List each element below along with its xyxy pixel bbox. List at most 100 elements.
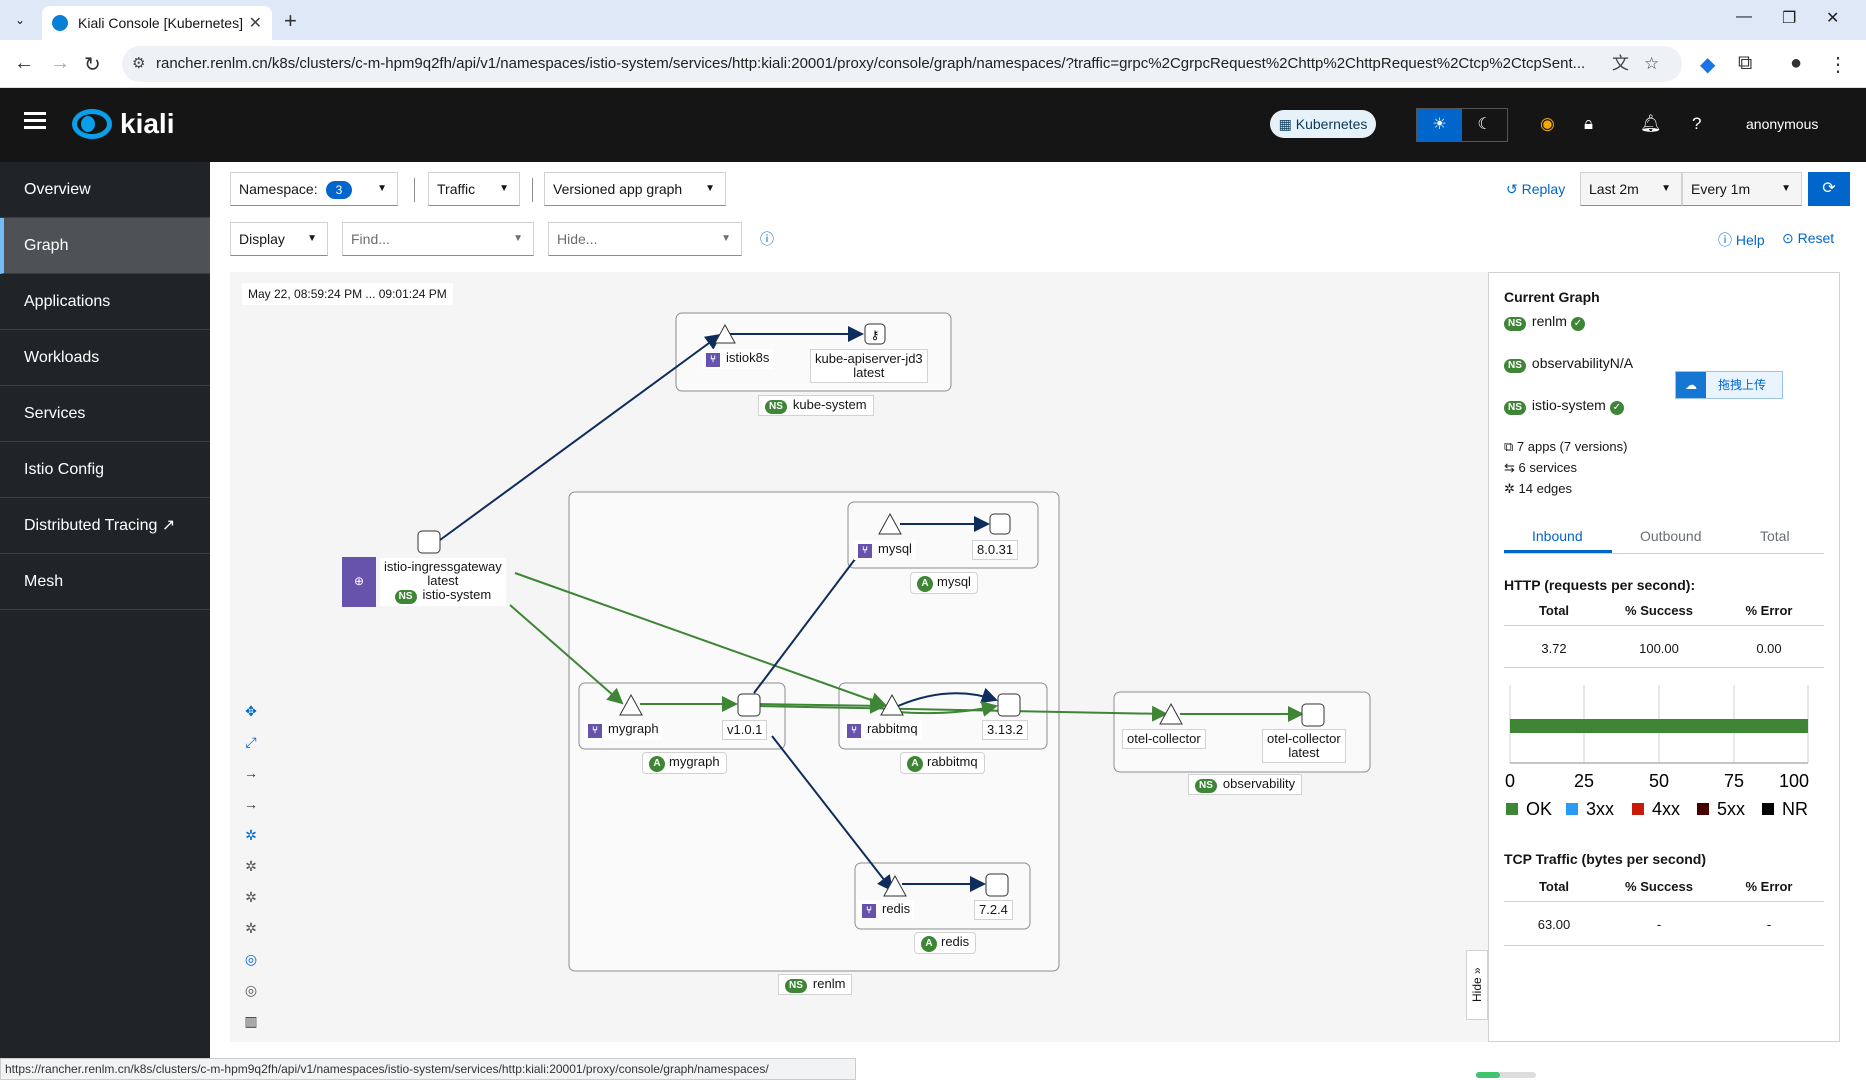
bell-icon[interactable]: 🔔︎ xyxy=(1640,114,1662,133)
menu-dots-icon[interactable]: ⋮ xyxy=(1828,54,1848,76)
layout-1-icon[interactable]: ✲ xyxy=(245,858,257,874)
pan-icon[interactable]: ✥ xyxy=(245,703,257,719)
mysql-version-node[interactable] xyxy=(989,513,1011,535)
kiali-logo[interactable]: kiali xyxy=(72,108,174,140)
legend-icon[interactable]: ▥ xyxy=(244,1013,258,1029)
reset-button[interactable]: ⊙ Reset xyxy=(1782,230,1835,246)
replay-button[interactable]: ↺ Replay xyxy=(1506,181,1566,197)
chevron-down-icon: ▼ xyxy=(307,233,317,244)
minimize-icon[interactable]: — xyxy=(1736,8,1752,25)
otel-service-node[interactable] xyxy=(1159,702,1183,725)
edge-ingress-istiok8s[interactable] xyxy=(439,333,722,541)
tab-outbound[interactable]: Outbound xyxy=(1640,528,1702,544)
sidebar-item-graph[interactable]: Graph xyxy=(0,218,210,274)
mysql-node[interactable] xyxy=(878,512,902,535)
sidebar-item-services[interactable]: Services xyxy=(0,386,210,442)
duration-select[interactable]: Last 2m▼ xyxy=(1580,172,1682,206)
sidebar-item-workloads[interactable]: Workloads xyxy=(0,330,210,386)
tab-total[interactable]: Total xyxy=(1760,528,1790,544)
rabbitmq-node[interactable] xyxy=(880,693,904,716)
ingress-node[interactable] xyxy=(417,530,441,554)
new-tab-icon[interactable]: + xyxy=(284,8,297,33)
theme-toggle[interactable]: ☀ ☾ xyxy=(1416,108,1508,142)
namespace-select[interactable]: Namespace:3 ▼ xyxy=(230,172,398,206)
close-tab-icon[interactable]: ✕ xyxy=(248,15,262,32)
extension-icon[interactable]: ◆ xyxy=(1700,54,1716,76)
lock-icon[interactable]: 🔒︎ xyxy=(1584,114,1594,133)
sidebar-item-applications[interactable]: Applications xyxy=(0,274,210,330)
zoom-in-icon[interactable]: → xyxy=(244,765,258,781)
tab-inbound[interactable]: Inbound xyxy=(1532,528,1583,544)
edge-v101-redis[interactable] xyxy=(771,735,894,892)
zoom-out-icon[interactable]: → xyxy=(244,796,258,812)
hide-input[interactable]: Hide...▼ xyxy=(548,222,742,256)
bookmark-star-icon[interactable]: ☆ xyxy=(1644,54,1660,73)
renlm-box[interactable] xyxy=(568,491,1060,972)
hide-panel-button[interactable]: Hide » xyxy=(1466,950,1488,1020)
site-info-icon[interactable]: ⚙ xyxy=(132,55,146,72)
layout-default-icon[interactable]: ✲ xyxy=(245,827,257,843)
traffic-select[interactable]: Traffic▼ xyxy=(428,172,520,206)
sidebar-item-distributed-tracing[interactable]: Distributed Tracing ↗ xyxy=(0,498,210,554)
chevron-down-icon: ▼ xyxy=(1661,183,1671,194)
istio-status-icon[interactable]: ◉ xyxy=(1540,114,1555,133)
upload-widget[interactable]: ☁拖拽上传 xyxy=(1675,371,1783,399)
dark-theme-icon[interactable]: ☾ xyxy=(1477,116,1492,133)
redis-node[interactable] xyxy=(883,874,907,897)
reload-icon[interactable]: ↻ xyxy=(84,54,101,76)
help-button[interactable]: ⓘ Help xyxy=(1718,232,1765,248)
maximize-icon[interactable]: ❐ xyxy=(1782,10,1797,27)
edge-v101-otel[interactable] xyxy=(755,705,1168,722)
profile-icon[interactable]: ● xyxy=(1790,52,1803,74)
translate-icon[interactable]: 文 xyxy=(1612,54,1629,73)
sidebar-item-overview[interactable]: Overview xyxy=(0,162,210,218)
mygraph-version-node[interactable] xyxy=(737,693,761,717)
edge-v101-mysql[interactable] xyxy=(753,541,869,694)
forward-icon[interactable]: → xyxy=(50,52,70,74)
edge-ingress-rabbitmq[interactable] xyxy=(514,572,887,708)
hamburger-menu-icon[interactable] xyxy=(24,112,46,130)
tab-search-icon[interactable]: ⌄ xyxy=(14,13,26,27)
fit-icon[interactable]: ⤢ xyxy=(245,734,257,750)
namespace-layout-icon[interactable]: ◎ xyxy=(244,951,258,967)
chevron-down-icon[interactable]: ▼ xyxy=(513,233,523,244)
user-menu[interactable]: anonymous xyxy=(1746,116,1819,132)
close-window-icon[interactable]: ✕ xyxy=(1826,10,1840,27)
mygraph-node[interactable] xyxy=(619,693,643,716)
edge-ingress-mygraph[interactable] xyxy=(509,604,624,705)
light-theme-icon[interactable]: ☀ xyxy=(1417,109,1462,141)
find-input[interactable]: Find...▼ xyxy=(342,222,534,256)
edge-rabbitmq-version-tcp[interactable] xyxy=(897,687,998,707)
extensions-puzzle-icon[interactable]: ⧉ xyxy=(1738,52,1753,74)
redis-version-node[interactable] xyxy=(985,873,1009,897)
istiok8s-node[interactable] xyxy=(714,323,736,344)
edge-v101-rabbitmq[interactable] xyxy=(755,697,886,714)
chevron-down-icon[interactable]: ▼ xyxy=(721,233,731,244)
back-icon[interactable]: ← xyxy=(14,52,34,74)
otel-workload-node[interactable] xyxy=(1301,703,1325,727)
layout-2-icon[interactable]: ✲ xyxy=(245,889,257,905)
help-icon[interactable]: ? xyxy=(1692,114,1702,133)
url-field[interactable]: ⚙ rancher.renlm.cn/k8s/clusters/c-m-hpm9… xyxy=(122,46,1682,82)
sidebar-item-mesh[interactable]: Mesh xyxy=(0,554,210,610)
external-link-icon: ↗ xyxy=(161,517,176,534)
layout-3-icon[interactable]: ✲ xyxy=(245,920,257,936)
info-icon[interactable]: ⓘ xyxy=(760,231,774,247)
refresh-button[interactable]: ⟳ xyxy=(1808,172,1850,206)
rabbitmq-version-node[interactable] xyxy=(997,693,1021,717)
browser-tab[interactable]: Kiali Console [Kubernetes] ✕ xyxy=(42,6,272,40)
graph-type-select[interactable]: Versioned app graph▼ xyxy=(544,172,726,206)
sidebar-item-istio-config[interactable]: Istio Config xyxy=(0,442,210,498)
app-icon: ⑂ xyxy=(862,904,876,918)
namespace-layout-2-icon[interactable]: ◎ xyxy=(244,982,258,998)
refresh-interval-select[interactable]: Every 1m▼ xyxy=(1682,172,1802,206)
edge-rabbitmq-version-http[interactable] xyxy=(897,701,998,717)
apiserver-node[interactable] xyxy=(864,323,886,345)
display-select[interactable]: Display▼ xyxy=(230,222,328,256)
